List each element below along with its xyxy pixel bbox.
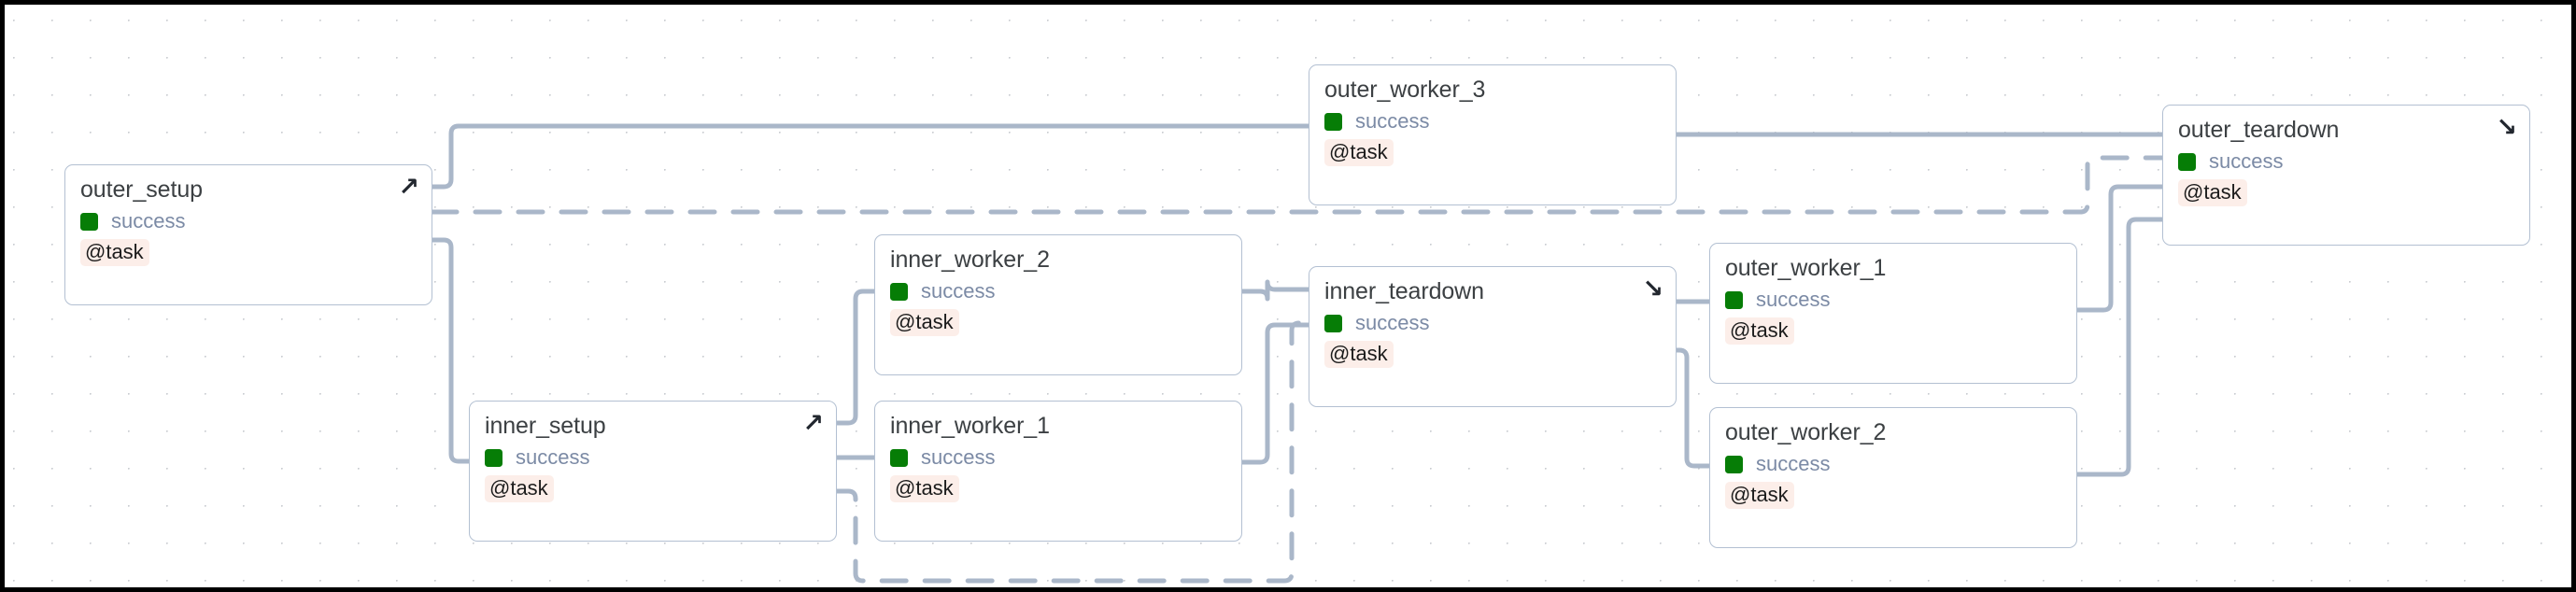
green-square-icon (1725, 290, 1743, 309)
green-square-icon (485, 448, 502, 467)
task-badge: @task (890, 475, 959, 502)
task-badge: @task (1725, 482, 1794, 509)
status-label: success (516, 445, 590, 469)
status-label: success (921, 279, 996, 303)
node-inner-worker-2[interactable]: inner_worker_2 success @task (874, 234, 1242, 375)
node-status: success (890, 445, 1226, 470)
edge-inner-teardown-to-outer-worker-2 (1674, 347, 1712, 469)
node-status: success (1725, 288, 2061, 312)
node-status: success (1725, 452, 2061, 476)
edge-outer-worker-2-to-outer-teardown (2074, 217, 2165, 477)
node-title: inner_setup (485, 413, 606, 439)
task-badge: @task (485, 475, 554, 502)
green-square-icon (2178, 152, 2196, 171)
task-badge: @task (1324, 139, 1394, 166)
node-inner-setup[interactable]: ↗ inner_setup success @task (469, 401, 837, 542)
node-outer-setup[interactable]: ↗ outer_setup success @task (64, 164, 432, 305)
edge-inner-worker-1-to-inner-teardown (1239, 322, 1311, 465)
node-badge-row: @task (485, 475, 821, 502)
edge-outer-setup-to-outer-worker-3 (430, 123, 1311, 190)
node-outer-worker-2[interactable]: outer_worker_2 success @task (1709, 407, 2077, 548)
arrow-down-right-icon: ↘ (1642, 275, 1663, 303)
green-square-icon (80, 212, 98, 231)
node-status: success (1324, 109, 1661, 134)
node-title: outer_setup (80, 176, 203, 203)
node-inner-worker-1[interactable]: inner_worker_1 success @task (874, 401, 1242, 542)
node-badge-row: @task (1725, 482, 2061, 509)
node-badge-row: @task (1324, 139, 1661, 166)
task-badge: @task (1725, 317, 1794, 345)
node-status: success (1324, 311, 1661, 335)
status-label: success (1355, 109, 1430, 133)
arrow-down-right-icon: ↘ (2496, 113, 2517, 142)
node-status: success (890, 279, 1226, 303)
node-status: success (485, 445, 821, 470)
edge-outer-worker-1-to-outer-teardown (2074, 184, 2165, 313)
task-badge: @task (80, 239, 149, 266)
green-square-icon (890, 448, 908, 467)
node-badge-row: @task (2178, 179, 2514, 206)
green-square-icon (1324, 314, 1342, 332)
edge-outer-setup-to-outer-teardown (430, 155, 2165, 215)
node-title: inner_worker_1 (890, 413, 1050, 439)
node-status: success (80, 209, 417, 233)
node-outer-worker-3[interactable]: outer_worker_3 success @task (1309, 64, 1677, 205)
node-badge-row: @task (1725, 317, 2061, 345)
arrow-up-right-icon: ↗ (802, 409, 824, 438)
node-title: outer_worker_1 (1725, 255, 1887, 281)
node-title: outer_worker_2 (1725, 419, 1887, 445)
task-badge: @task (1324, 341, 1394, 368)
node-title: outer_worker_3 (1324, 77, 1486, 103)
node-badge-row: @task (1324, 341, 1661, 368)
node-badge-row: @task (890, 309, 1226, 336)
task-badge: @task (890, 309, 959, 336)
node-title: inner_teardown (1324, 278, 1484, 304)
edge-outer-setup-to-inner-setup (430, 237, 472, 464)
node-title: outer_teardown (2178, 117, 2340, 143)
node-title: inner_worker_2 (890, 247, 1050, 273)
edge-inner-setup-to-inner-worker-2 (834, 289, 877, 426)
green-square-icon (1324, 112, 1342, 131)
arrow-up-right-icon: ↗ (398, 173, 419, 202)
status-label: success (2209, 149, 2284, 173)
node-badge-row: @task (890, 475, 1226, 502)
node-outer-teardown[interactable]: ↘ outer_teardown success @task (2162, 105, 2530, 246)
node-outer-worker-1[interactable]: outer_worker_1 success @task (1709, 243, 2077, 384)
node-inner-teardown[interactable]: ↘ inner_teardown success @task (1309, 266, 1677, 407)
status-label: success (1756, 288, 1831, 311)
status-label: success (921, 445, 996, 469)
status-label: success (1355, 311, 1430, 334)
node-badge-row: @task (80, 239, 417, 266)
status-label: success (111, 209, 186, 233)
node-status: success (2178, 149, 2514, 174)
edge-inner-worker-2-to-inner-teardown (1239, 279, 1311, 302)
task-badge: @task (2178, 179, 2247, 206)
status-label: success (1756, 452, 1831, 475)
green-square-icon (890, 282, 908, 301)
green-square-icon (1725, 455, 1743, 473)
